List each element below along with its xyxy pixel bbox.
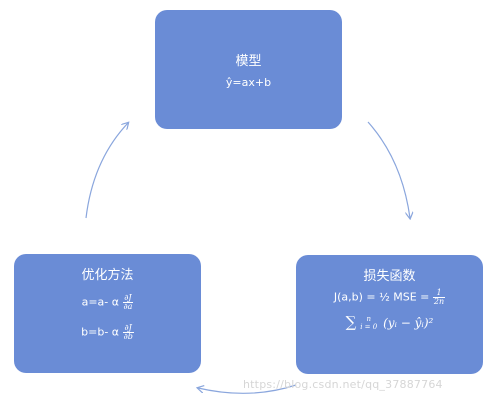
arrow-optimizer-to-model — [85, 123, 128, 219]
rule-b-fraction: ∂J ∂b — [122, 323, 134, 341]
sum-lower: i = 0 — [360, 322, 378, 331]
node-model: 模型 ŷ=ax+b — [155, 10, 342, 129]
loss-formula-line2: ∑ n i = 0 (yᵢ − ŷᵢ)² — [296, 313, 483, 331]
rule-a-num: ∂J — [122, 293, 134, 303]
loss-formula-prefix: J(a,b) = ½ MSE = — [333, 290, 430, 304]
rule-a-fraction: ∂J ∂a — [122, 293, 134, 311]
rule-a-den: ∂a — [123, 302, 133, 311]
node-loss-function: 损失函数 J(a,b) = ½ MSE = 1 2n ∑ n i = 0 (yᵢ… — [296, 255, 483, 374]
node-model-title: 模型 — [235, 54, 262, 69]
loss-fraction: 1 2n — [432, 289, 446, 306]
rule-b-den: ∂b — [123, 332, 133, 341]
update-rule-b-text: b=b- α — [81, 325, 120, 339]
update-rule-a-text: a=a- α — [81, 295, 119, 309]
arrow-loss-to-optimizer — [198, 384, 297, 394]
node-optimizer: 优化方法 a=a- α ∂J ∂a b=b- α ∂J ∂b — [14, 254, 201, 373]
arrow-model-to-loss — [367, 121, 410, 218]
watermark: https://blog.csdn.net/qq_37887764 — [243, 378, 443, 391]
sum-symbol: ∑ — [345, 313, 357, 331]
model-formula: ŷ=ax+b — [225, 76, 272, 89]
update-rule-a: a=a- α ∂J ∂a — [14, 294, 201, 311]
sum-limits: n i = 0 — [360, 314, 378, 331]
loss-frac-den: 2n — [433, 297, 445, 306]
rule-b-num: ∂J — [122, 323, 134, 333]
node-loss-title: 损失函数 — [363, 269, 416, 284]
sum-body: (yᵢ − ŷᵢ)² — [383, 316, 434, 330]
sum-upper: n — [366, 314, 371, 323]
loss-formula-line1: J(a,b) = ½ MSE = 1 2n — [296, 289, 483, 306]
update-rule-b: b=b- α ∂J ∂b — [14, 324, 201, 341]
node-optimizer-title: 优化方法 — [81, 268, 134, 283]
loss-frac-num: 1 — [432, 289, 446, 298]
